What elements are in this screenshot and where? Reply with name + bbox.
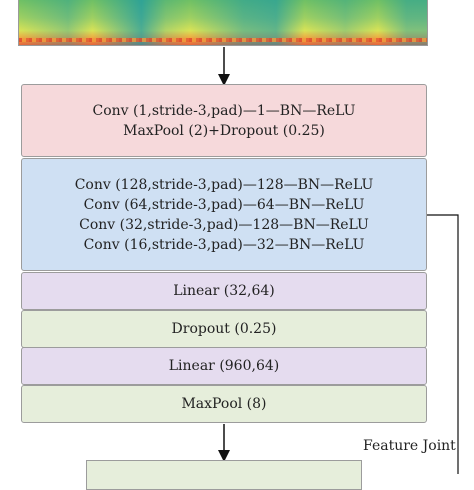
block-line: Conv (16,stride-3,pad)—32—BN—ReLU: [83, 236, 365, 253]
spectrogram-input-image: [18, 0, 428, 46]
conv-maxpool-block: Conv (1,stride-3,pad)—1—BN—ReLU MaxPool …: [21, 84, 427, 157]
block-line: Conv (64,stride-3,pad)—64—BN—ReLU: [83, 196, 365, 213]
output-block-partial: [86, 460, 362, 490]
block-line: Conv (128,stride-3,pad)—128—BN—ReLU: [74, 176, 374, 193]
block-line: Dropout (0.25): [171, 321, 277, 337]
block-line: MaxPool (8): [181, 396, 267, 412]
block-line: Conv (1,stride-3,pad)—1—BN—ReLU: [92, 102, 356, 119]
block-line: MaxPool (2)+Dropout (0.25): [123, 122, 325, 139]
dropout-block: Dropout (0.25): [21, 310, 427, 348]
feature-joint-label: Feature Joint: [363, 438, 456, 454]
block-line: Linear (960,64): [168, 358, 280, 374]
feature-joint-skip-line: [427, 214, 459, 474]
block-line: Conv (32,stride-3,pad)—128—BN—ReLU: [79, 216, 369, 233]
linear-960-64-block: Linear (960,64): [21, 347, 427, 385]
conv-stack-block: Conv (128,stride-3,pad)—128—BN—ReLU Conv…: [21, 158, 427, 271]
linear-32-64-block: Linear (32,64): [21, 272, 427, 310]
maxpool-block: MaxPool (8): [21, 385, 427, 423]
block-line: Linear (32,64): [173, 283, 275, 299]
